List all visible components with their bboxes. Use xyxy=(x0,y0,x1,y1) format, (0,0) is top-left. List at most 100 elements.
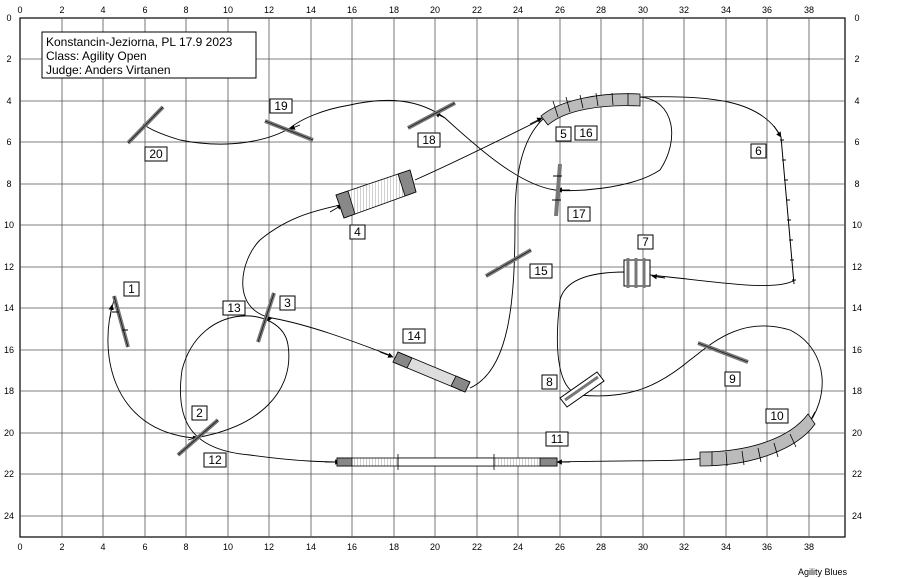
y-tick: 18 xyxy=(852,386,862,396)
x-tick: 0 xyxy=(17,5,22,15)
obstacle-numbers: 1 2 3 4 5 6 7 8 9 10 11 12 13 14 15 16 1 xyxy=(123,98,789,468)
obstacle-number: 3 xyxy=(284,296,291,310)
y-tick: 14 xyxy=(4,303,14,313)
obstacle-number: 16 xyxy=(579,126,593,140)
obstacle-10-tunnel xyxy=(699,413,816,467)
x-tick: 26 xyxy=(555,542,565,552)
obstacle-9-jump xyxy=(697,341,749,364)
x-tick: 8 xyxy=(183,542,188,552)
obstacle-number: 12 xyxy=(208,453,222,467)
x-tick: 22 xyxy=(472,542,482,552)
obstacle-number: 4 xyxy=(354,225,361,239)
y-tick: 4 xyxy=(6,96,11,106)
obstacle-14-a-frame xyxy=(392,351,471,393)
x-tick: 18 xyxy=(389,542,399,552)
course-path xyxy=(107,96,823,463)
obstacle-number: 6 xyxy=(755,144,762,158)
x-tick: 24 xyxy=(513,542,523,552)
obstacle-5-16-curved-tunnel xyxy=(540,92,641,126)
obstacle-3-jump xyxy=(256,292,276,343)
y-tick: 18 xyxy=(4,386,14,396)
x-tick: 14 xyxy=(306,542,316,552)
obstacle-number: 13 xyxy=(227,301,241,315)
x-tick: 34 xyxy=(721,542,731,552)
x-tick: 28 xyxy=(596,5,606,15)
obstacle-number: 5 xyxy=(560,127,567,141)
x-tick: 14 xyxy=(306,5,316,15)
obstacle-number: 2 xyxy=(196,406,203,420)
y-tick: 2 xyxy=(854,54,859,64)
y-tick: 6 xyxy=(854,137,859,147)
y-tick: 8 xyxy=(854,179,859,189)
y-tick: 12 xyxy=(4,262,14,272)
x-tick: 30 xyxy=(638,5,648,15)
y-tick: 2 xyxy=(6,54,11,64)
event-location-date: Konstancin-Jeziorna, PL 17.9 2023 xyxy=(46,35,233,49)
obstacle-11-dogwalk xyxy=(336,454,558,470)
x-tick: 36 xyxy=(762,5,772,15)
x-tick: 30 xyxy=(638,542,648,552)
y-tick: 24 xyxy=(852,511,862,521)
obstacle-18-jump xyxy=(407,101,456,130)
x-axis-top: 0 2 4 6 8 10 12 14 16 18 20 22 24 26 28 … xyxy=(17,5,814,15)
x-tick: 16 xyxy=(347,5,357,15)
obstacle-number: 9 xyxy=(729,372,736,386)
x-tick: 38 xyxy=(804,542,814,552)
x-tick: 0 xyxy=(17,542,22,552)
x-tick: 36 xyxy=(762,542,772,552)
software-credit: Agility Blues xyxy=(798,567,848,577)
x-tick: 8 xyxy=(183,5,188,15)
obstacle-8-table xyxy=(559,371,605,408)
obstacle-number: 19 xyxy=(274,99,288,113)
y-tick: 12 xyxy=(852,262,862,272)
x-tick: 16 xyxy=(347,542,357,552)
direction-arrows xyxy=(108,112,816,465)
obstacle-number: 10 xyxy=(770,409,784,423)
obstacle-1-jump xyxy=(112,295,130,348)
x-tick: 2 xyxy=(59,5,64,15)
x-tick: 4 xyxy=(100,542,105,552)
x-tick: 34 xyxy=(721,5,731,15)
x-tick: 32 xyxy=(679,542,689,552)
y-tick: 10 xyxy=(4,220,14,230)
y-tick: 24 xyxy=(4,511,14,521)
obstacle-number: 1 xyxy=(128,282,135,296)
obstacle-19-jump xyxy=(264,119,314,142)
obstacle-number: 15 xyxy=(534,264,548,278)
obstacle-7-jump xyxy=(623,258,651,288)
x-tick: 6 xyxy=(142,5,147,15)
x-tick: 6 xyxy=(142,542,147,552)
x-tick: 20 xyxy=(430,542,440,552)
y-tick: 0 xyxy=(854,13,859,23)
y-tick: 6 xyxy=(6,137,11,147)
course-info: Konstancin-Jeziorna, PL 17.9 2023 Class:… xyxy=(41,31,257,79)
obstacle-number: 8 xyxy=(546,375,553,389)
obstacle-20-jump xyxy=(126,105,165,145)
obstacle-number: 18 xyxy=(422,133,436,147)
x-tick: 12 xyxy=(264,542,274,552)
x-axis-bottom: 0 2 4 6 8 10 12 14 16 18 20 22 24 26 28 … xyxy=(17,542,814,552)
class-name: Class: Agility Open xyxy=(46,49,147,63)
obstacle-number: 7 xyxy=(642,235,649,249)
y-axis-right: 0 2 4 6 8 10 12 14 16 18 20 22 24 xyxy=(852,13,862,521)
x-tick: 12 xyxy=(264,5,274,15)
x-tick: 18 xyxy=(389,5,399,15)
obstacle-number: 20 xyxy=(149,147,163,161)
obstacle-17-jump xyxy=(552,163,562,217)
y-tick: 16 xyxy=(4,345,14,355)
y-tick: 22 xyxy=(4,469,14,479)
y-tick: 16 xyxy=(852,345,862,355)
obstacle-6-weave-poles xyxy=(780,136,796,285)
y-tick: 4 xyxy=(854,96,859,106)
x-tick: 24 xyxy=(513,5,523,15)
y-tick: 0 xyxy=(6,13,11,23)
x-tick: 22 xyxy=(472,5,482,15)
x-tick: 2 xyxy=(59,542,64,552)
x-tick: 26 xyxy=(555,5,565,15)
x-tick: 10 xyxy=(223,5,233,15)
x-tick: 28 xyxy=(596,542,606,552)
y-tick: 22 xyxy=(852,469,862,479)
x-tick: 32 xyxy=(679,5,689,15)
y-tick: 20 xyxy=(4,428,14,438)
